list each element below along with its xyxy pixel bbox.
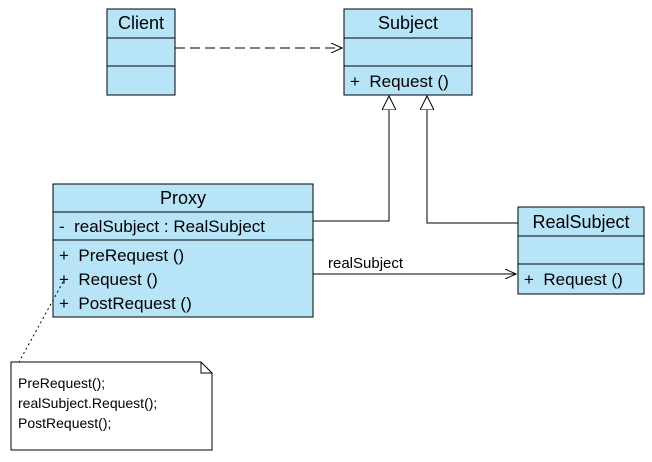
proxy-subject-generalization-arrow [313, 96, 389, 222]
proxy-class-name: Proxy [160, 188, 206, 208]
note-line-3: PostRequest(); [18, 415, 111, 431]
realsubject-class-box [517, 206, 645, 295]
client-class-name: Client [118, 13, 164, 33]
note[interactable]: PreRequest(); realSubject.Request(); Pos… [10, 361, 213, 451]
client-class[interactable]: Client [106, 8, 176, 96]
note-line-2: realSubject.Request(); [18, 395, 157, 411]
realsubject-class-name: RealSubject [532, 212, 629, 232]
subject-class-box [343, 8, 473, 96]
association-label: realSubject [328, 255, 404, 272]
proxy-attribute: - realSubject : RealSubject [59, 217, 265, 236]
proxy-operation-prerequest: + PreRequest () [59, 246, 184, 265]
client-class-box [106, 8, 176, 96]
proxy-operation-postrequest: + PostRequest () [59, 294, 192, 313]
realsubject-class[interactable]: RealSubject + Request () [517, 206, 645, 295]
note-box [10, 361, 213, 451]
realsubject-subject-generalization-arrow [427, 96, 518, 224]
subject-class-name: Subject [378, 13, 438, 33]
proxy-class[interactable]: Proxy - realSubject : RealSubject + PreR… [52, 183, 314, 318]
subject-operation: + Request () [350, 72, 449, 91]
note-folded-corner [200, 362, 212, 374]
proxy-class-box [52, 183, 314, 318]
note-line-1: PreRequest(); [18, 375, 105, 391]
realsubject-operation: + Request () [524, 270, 623, 289]
proxy-operation-request: + Request () [59, 270, 158, 289]
subject-class[interactable]: Subject + Request () [343, 8, 473, 96]
note-connector-line [18, 281, 64, 363]
